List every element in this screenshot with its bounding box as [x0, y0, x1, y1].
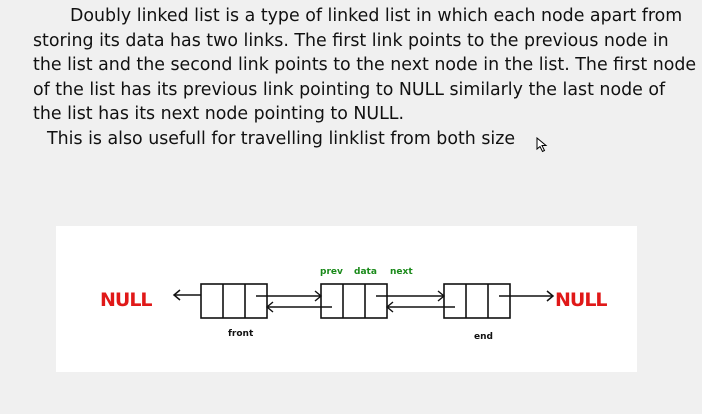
null-left-label: NULL	[100, 289, 152, 311]
link-middle-to-end	[376, 290, 455, 313]
field-label-prev: prev	[320, 267, 343, 277]
document-body: Doubly linked list is a type of linked l…	[33, 4, 698, 151]
doubly-linked-list-diagram: NULL	[56, 226, 637, 372]
paragraph-definition: Doubly linked list is a type of linked l…	[33, 6, 697, 124]
mouse-pointer-icon	[536, 137, 548, 153]
field-label-data: data	[354, 267, 377, 277]
field-label-next: next	[390, 267, 413, 277]
arrow-to-null-left	[172, 289, 201, 301]
diagram-canvas: NULL	[100, 267, 608, 342]
caption-end: end	[474, 332, 493, 342]
node-front	[200, 283, 268, 319]
link-front-to-middle	[256, 290, 332, 313]
node-middle	[320, 283, 388, 319]
node-end	[443, 283, 511, 319]
arrow-to-null-right	[499, 290, 555, 302]
caption-front: front	[228, 329, 254, 339]
paragraph-usage: This is also usefull for travelling link…	[47, 128, 516, 149]
null-right-label: NULL	[555, 289, 607, 311]
